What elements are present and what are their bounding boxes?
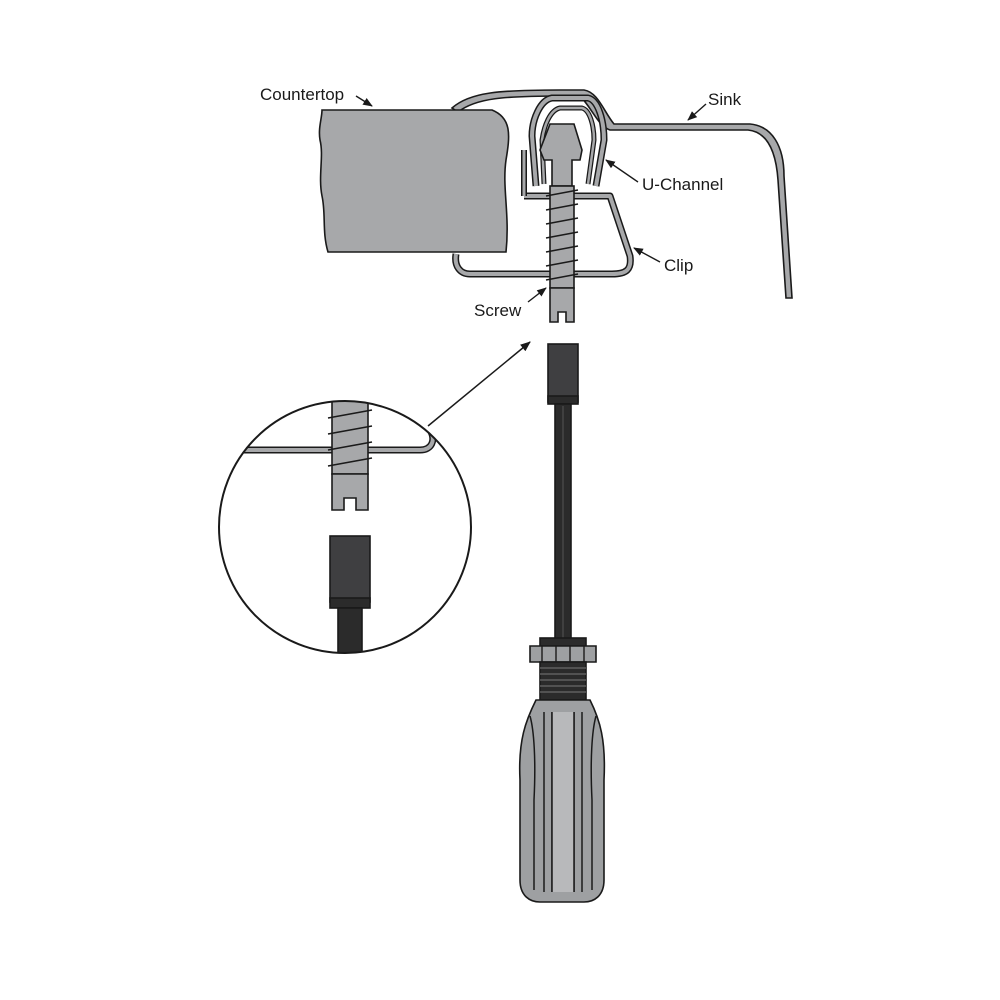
callout-u-channel: U-Channel <box>605 159 723 194</box>
callout-screw: Screw <box>474 287 547 320</box>
label-sink: Sink <box>708 90 742 109</box>
label-u-channel: U-Channel <box>642 175 723 194</box>
clip <box>452 150 634 278</box>
label-countertop: Countertop <box>260 85 344 104</box>
countertop <box>318 109 510 253</box>
screw <box>539 123 583 323</box>
callout-clip: Clip <box>633 247 693 275</box>
label-screw: Screw <box>474 301 522 320</box>
u-channel <box>528 94 608 187</box>
zoom-detail-inset <box>218 400 472 654</box>
screwdriver <box>518 343 606 903</box>
screwdriver-bit <box>547 343 579 403</box>
callout-countertop: Countertop <box>260 85 373 107</box>
zoom-pointer-line <box>427 341 531 427</box>
label-clip: Clip <box>664 256 693 275</box>
callout-sink: Sink <box>687 90 742 121</box>
